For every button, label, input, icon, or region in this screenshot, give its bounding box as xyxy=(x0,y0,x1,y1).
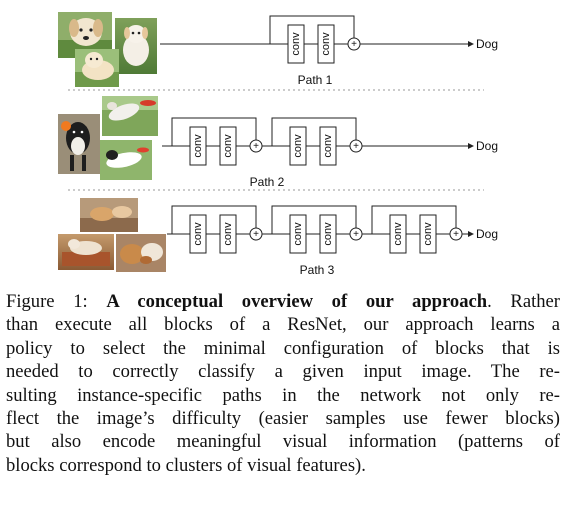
add-symbol: + xyxy=(351,39,357,50)
dog-with-frisbee-photo xyxy=(102,96,158,136)
figure-caption: Figure 1: A conceptual overview of our a… xyxy=(6,290,560,477)
conv-layer-box xyxy=(289,126,307,166)
add-symbol: + xyxy=(353,141,359,152)
conv-label: conv xyxy=(222,134,234,158)
output-label: Dog xyxy=(476,37,498,51)
add-node xyxy=(249,139,263,153)
conv-layer-box xyxy=(189,126,207,166)
conv-label: conv xyxy=(192,134,204,158)
conv-layer-box xyxy=(317,24,335,64)
output-label: Dog xyxy=(476,139,498,153)
conv-layer-box xyxy=(287,24,305,64)
border-collie-ball-photo xyxy=(58,114,100,174)
conv-label: conv xyxy=(322,222,334,246)
add-node xyxy=(349,139,363,153)
skip-connection xyxy=(171,117,257,146)
add-symbol: + xyxy=(253,141,259,152)
conv-layer-box xyxy=(219,126,237,166)
caption-line: sulting instance-specific paths in the n… xyxy=(6,384,560,406)
conv-layer-box xyxy=(289,214,307,254)
conv-layer-box xyxy=(219,214,237,254)
caption-line: than execute all blocks of a ResNet, our… xyxy=(6,314,560,336)
conv-label: conv xyxy=(292,222,304,246)
path-label: Path 1 xyxy=(298,73,333,87)
caption-prefix: Figure 1: xyxy=(6,291,107,312)
conv-label: conv xyxy=(322,134,334,158)
output-label: Dog xyxy=(476,227,498,241)
conv-layer-box xyxy=(319,126,337,166)
skip-connection xyxy=(171,205,257,234)
path-1-images xyxy=(58,12,157,87)
conv-layer-box xyxy=(389,214,407,254)
dogs-on-couch-photo xyxy=(80,198,138,232)
skip-connection xyxy=(271,117,357,146)
caption-line: flect the image’s difficulty (easier sam… xyxy=(6,408,560,430)
conv-layer-box xyxy=(319,214,337,254)
caption-line: policy to select the minimal configurati… xyxy=(6,337,560,359)
conv-label: conv xyxy=(392,222,404,246)
caption-line: needed to correctly classify a given inp… xyxy=(6,361,560,383)
path-label: Path 3 xyxy=(300,263,335,277)
caption-title: A conceptual overview of our approach xyxy=(106,291,488,312)
add-symbol: + xyxy=(253,229,259,240)
conv-label: conv xyxy=(422,222,434,246)
conv-label: conv xyxy=(222,222,234,246)
path-2-images xyxy=(58,96,158,180)
puppy-lying-photo xyxy=(75,49,119,87)
caption-text: . Rather xyxy=(487,291,560,312)
path-label: Path 2 xyxy=(250,175,285,189)
caption-line: blocks correspond to clusters of visual … xyxy=(6,454,366,476)
conv-label: conv xyxy=(320,32,332,56)
skip-connection xyxy=(269,15,355,44)
white-puppy-photo xyxy=(115,18,157,74)
add-node xyxy=(449,227,463,241)
skip-connection xyxy=(271,205,357,234)
conv-label: conv xyxy=(292,134,304,158)
add-symbol: + xyxy=(353,229,359,240)
conv-layer-box xyxy=(189,214,207,254)
add-node xyxy=(249,227,263,241)
add-symbol: + xyxy=(453,229,459,240)
conv-label: conv xyxy=(290,32,302,56)
caption-line: but also encode meaningful visual inform… xyxy=(6,431,560,453)
dog-on-sofa-photo xyxy=(58,234,114,270)
skip-connection xyxy=(371,205,457,234)
dog-catching-frisbee-photo xyxy=(100,140,152,180)
path-3-images xyxy=(58,198,166,272)
caption-line: Figure 1: A conceptual overview of our a… xyxy=(6,290,560,313)
dogs-sleeping-photo xyxy=(116,234,166,272)
conv-layer-box xyxy=(419,214,437,254)
add-node xyxy=(347,37,361,51)
add-node xyxy=(349,227,363,241)
conv-label: conv xyxy=(192,222,204,246)
